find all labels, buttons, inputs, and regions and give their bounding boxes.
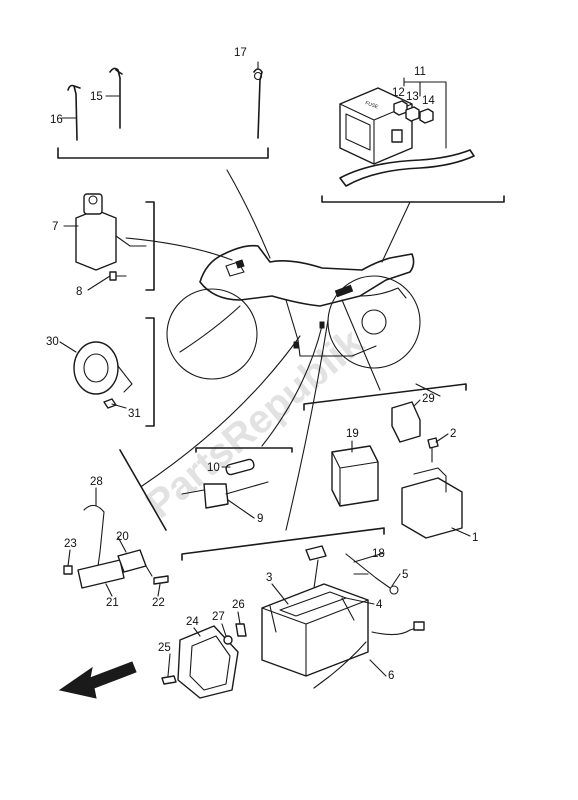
- callout-4: 4: [376, 599, 383, 611]
- callout-31: 31: [128, 408, 141, 420]
- callout-14: 14: [422, 95, 435, 107]
- relay-19[interactable]: [331, 445, 379, 507]
- sensor-group: [181, 447, 293, 509]
- cable-ties-group: [57, 61, 269, 159]
- callout-5: 5: [402, 569, 408, 581]
- callout-22: 22: [152, 597, 165, 609]
- lead-5[interactable]: [345, 553, 391, 589]
- relay-group: [303, 383, 467, 539]
- sensor-9[interactable]: [203, 483, 229, 509]
- bolt-8[interactable]: [109, 271, 117, 281]
- main-switch-group: [75, 193, 155, 291]
- stand-switch-group: [63, 449, 169, 589]
- callout-leaders: [59, 225, 471, 677]
- battery-group: [161, 527, 425, 699]
- battery-location-mark: [334, 284, 354, 298]
- fuse-14[interactable]: [419, 108, 434, 124]
- callout-13: 13: [406, 91, 419, 103]
- fuse-12[interactable]: [393, 100, 408, 116]
- bolt-2[interactable]: [427, 437, 439, 449]
- clamp-15[interactable]: [109, 67, 121, 129]
- group-bracket-top: [57, 147, 269, 159]
- callout-11: 11: [414, 66, 426, 78]
- bolt-23[interactable]: [63, 565, 73, 575]
- fuse-box-label: FUSE: [364, 100, 379, 110]
- group-bracket-battery: [181, 527, 385, 561]
- callout-15: 15: [90, 91, 103, 103]
- clamp-16[interactable]: [67, 84, 78, 141]
- fuse-box-harness: [339, 149, 475, 187]
- terminal-cover: [305, 545, 327, 561]
- cable-tie-17[interactable]: [253, 68, 263, 139]
- part-26[interactable]: [235, 623, 247, 637]
- group-bracket-fusebox: [321, 195, 505, 203]
- horn[interactable]: [73, 341, 119, 395]
- callout-2: 2: [450, 428, 456, 440]
- leader-lines: [125, 169, 441, 531]
- callout-9: 9: [257, 513, 263, 525]
- stand-switch-20[interactable]: [117, 549, 147, 573]
- ecu-24[interactable]: [177, 625, 239, 699]
- callout-26: 26: [232, 599, 245, 611]
- main-switch[interactable]: [75, 209, 117, 271]
- fuse-box-group: FUSE: [321, 77, 505, 203]
- group-bracket-relays: [303, 383, 467, 411]
- callout-3: 3: [266, 572, 272, 584]
- callout-19: 19: [346, 428, 359, 440]
- callout-30: 30: [46, 336, 59, 348]
- bolt-25[interactable]: [161, 675, 177, 685]
- callouts: 1 2 3 4 5 6 7 8 9 10 11 12 13 14 15 16 1…: [46, 47, 478, 682]
- callout-28: 28: [90, 476, 103, 488]
- callout-29: 29: [422, 393, 435, 405]
- horn-group: [73, 317, 155, 427]
- starter-relay-1[interactable]: [401, 477, 463, 539]
- bike-body: [199, 244, 415, 307]
- front-wheel: [166, 288, 258, 380]
- callout-16: 16: [50, 114, 63, 126]
- callout-8: 8: [76, 286, 82, 298]
- motorcycle-outline: [166, 244, 421, 380]
- bolt-22[interactable]: [153, 575, 169, 585]
- callout-23: 23: [64, 538, 77, 550]
- lead-6[interactable]: [371, 627, 417, 636]
- callout-17: 17: [234, 47, 247, 59]
- callout-7: 7: [52, 221, 58, 233]
- fuse-box[interactable]: [339, 87, 413, 165]
- callout-24: 24: [186, 616, 199, 628]
- stand-bracket-21[interactable]: [77, 559, 125, 589]
- callout-6: 6: [388, 670, 394, 682]
- group-bracket-stand: [119, 449, 167, 531]
- fuse-13[interactable]: [405, 106, 420, 122]
- bolt-31[interactable]: [103, 398, 117, 409]
- callout-21: 21: [106, 597, 119, 609]
- callout-10: 10: [207, 462, 220, 474]
- callout-18: 18: [372, 548, 385, 560]
- part-27[interactable]: [223, 635, 233, 645]
- callout-27: 27: [212, 611, 225, 623]
- callout-12: 12: [392, 87, 405, 99]
- front-direction-arrow: [58, 661, 137, 699]
- group-bracket-switch: [145, 201, 155, 291]
- rubber-10[interactable]: [225, 458, 255, 476]
- callout-25: 25: [158, 642, 171, 654]
- relay-29[interactable]: [391, 401, 421, 443]
- group-bracket-sensor: [195, 447, 293, 453]
- group-bracket-horn: [145, 317, 155, 427]
- callout-1: 1: [472, 532, 478, 544]
